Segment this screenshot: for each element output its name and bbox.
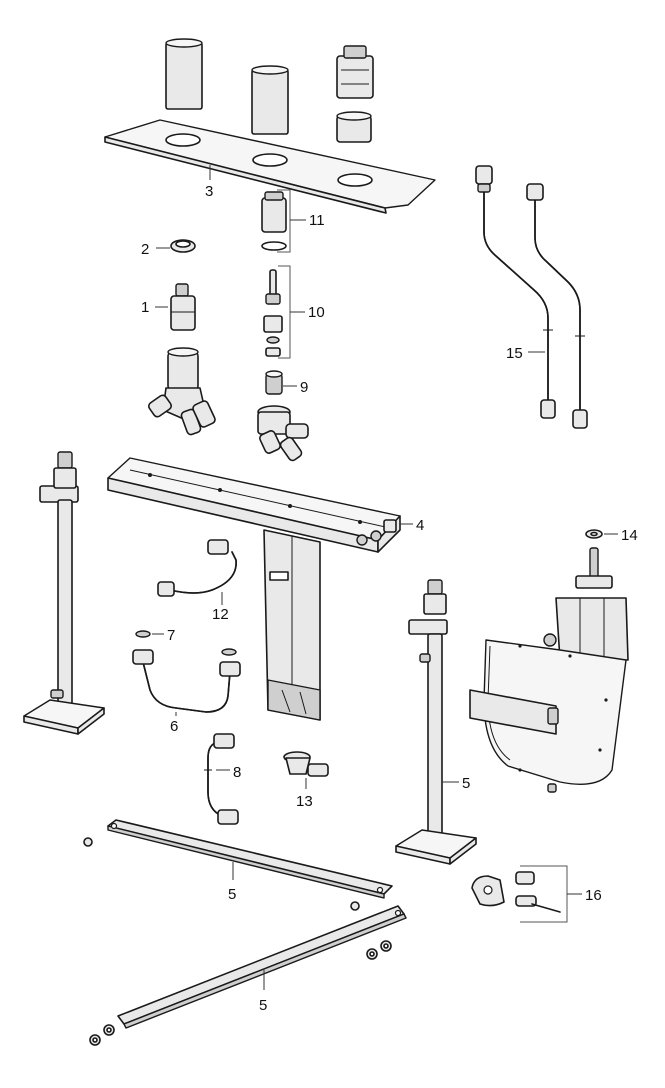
label-9: 9 (300, 379, 308, 396)
part-2-ring (170, 239, 196, 253)
part-3-cover-plate (104, 38, 436, 214)
part-8-flex-pipe (204, 733, 239, 825)
label-3: 3 (205, 183, 213, 200)
cistern-unit (469, 547, 629, 793)
label-2: 2 (141, 241, 149, 258)
part-5-leg-right (395, 579, 477, 865)
label-15: 15 (506, 345, 523, 362)
label-4: 4 (416, 517, 424, 534)
part-9-insert (265, 370, 283, 395)
part-15-connection-hoses (475, 165, 588, 429)
part-4-installation-frame (107, 457, 401, 721)
label-11: 11 (309, 212, 325, 229)
part-5-leg-left (23, 451, 105, 735)
label-5-right-leg: 5 (462, 775, 470, 792)
valve-body-right (257, 405, 309, 462)
part-11-cartridge (261, 191, 287, 251)
part-10-spindle-set (263, 269, 283, 357)
part-14-washer (585, 529, 603, 539)
label-10: 10 (308, 304, 325, 321)
part-1-cartridge (170, 283, 196, 331)
part-12-pipe (157, 539, 237, 597)
valve-body-left (147, 347, 216, 436)
part-6-u-pipe (132, 649, 241, 713)
part-16-valve-set (471, 871, 561, 913)
part-7-seals (135, 630, 237, 656)
label-12: 12 (212, 606, 229, 623)
label-14: 14 (621, 527, 638, 544)
part-13-siphon (283, 751, 329, 777)
label-13: 13 (296, 793, 313, 810)
label-5-rail-lower: 5 (259, 997, 267, 1014)
label-7: 7 (167, 627, 175, 644)
label-1: 1 (141, 299, 149, 316)
label-16: 16 (585, 887, 602, 904)
label-5-rail-upper: 5 (228, 886, 236, 903)
label-8: 8 (233, 764, 241, 781)
label-6: 6 (170, 718, 178, 735)
part-5-rail-lower (89, 905, 407, 1046)
part-5-rail-upper (83, 819, 393, 911)
